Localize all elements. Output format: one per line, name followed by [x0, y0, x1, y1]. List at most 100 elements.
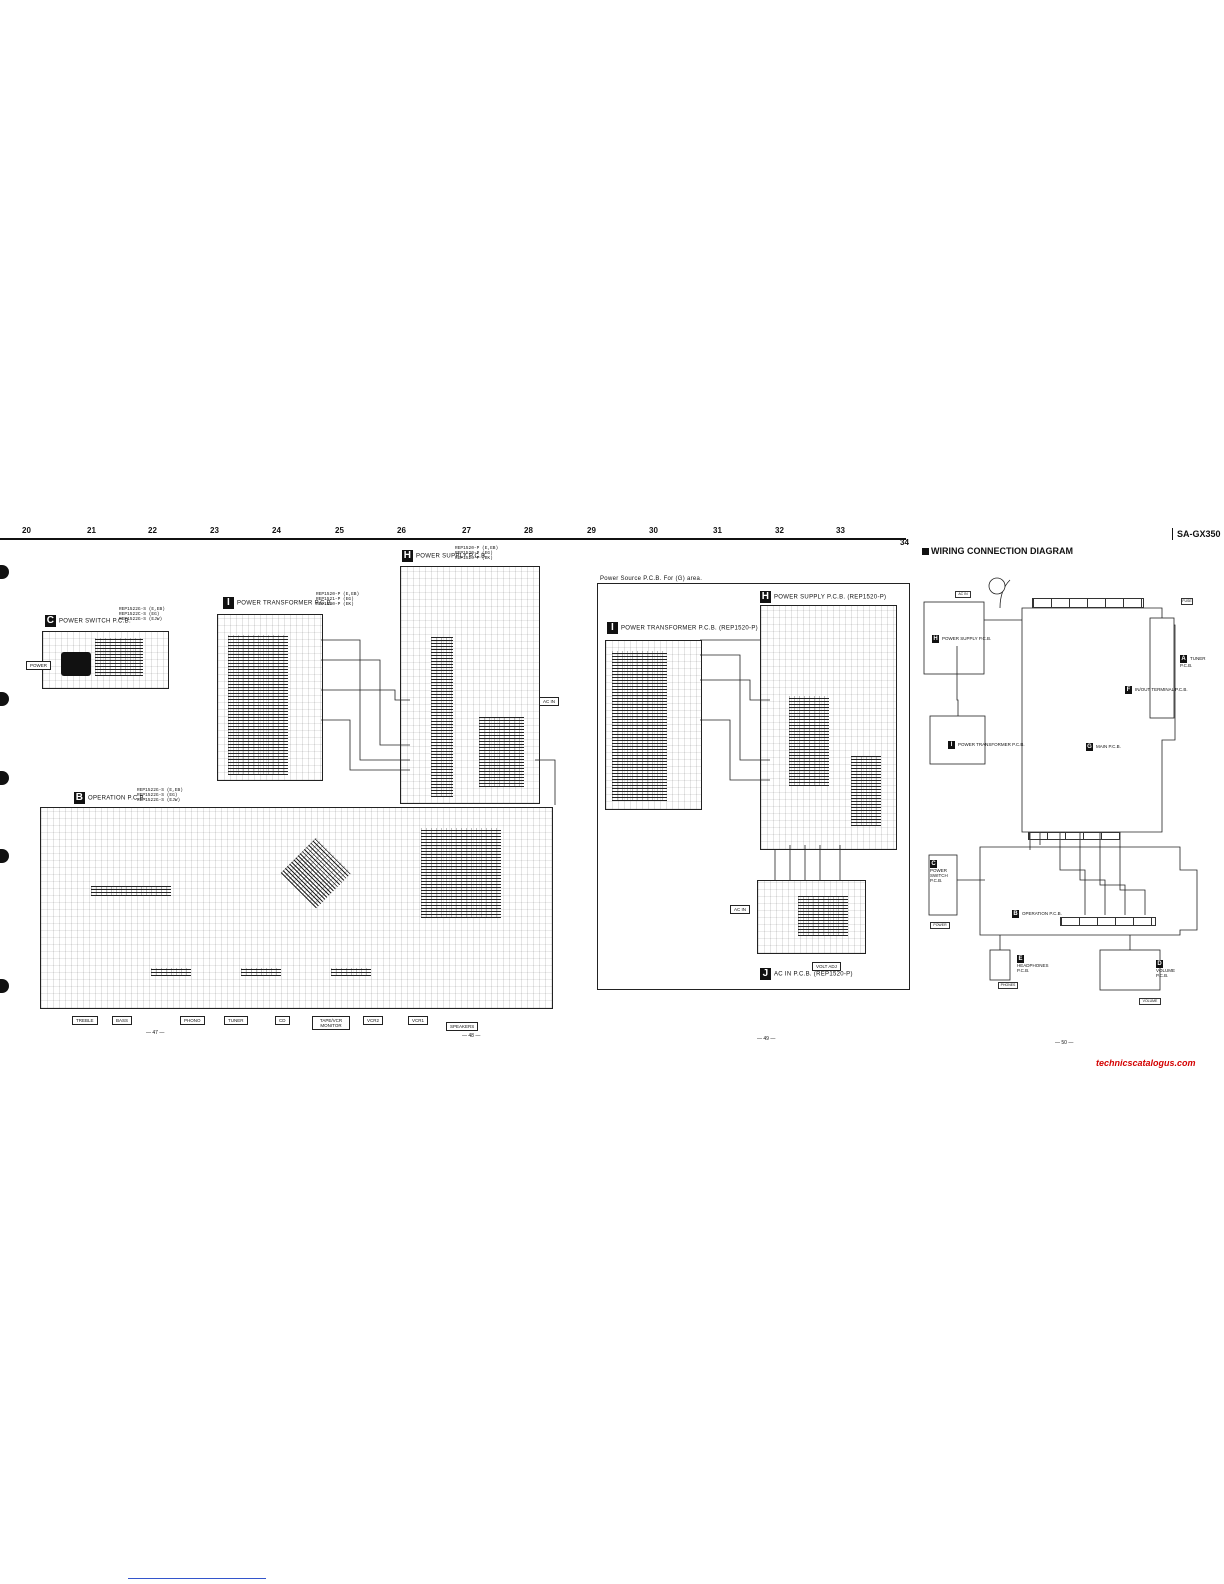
jack-treble: TREBLE	[72, 1016, 98, 1025]
title-marker	[922, 548, 929, 556]
switch-component	[61, 652, 91, 676]
binding-hole	[0, 849, 9, 863]
phones-connector: PHONES	[998, 982, 1018, 989]
wiring-label: IN/OUT TERMINAL P.C.B.	[1135, 687, 1188, 693]
pcb-traces	[789, 696, 829, 786]
ruler-number: 24	[272, 526, 281, 535]
board-letter-h: H	[402, 550, 413, 562]
ruler-number: 22	[148, 526, 157, 535]
part-numbers: REP1522G-S (E,EB) REP1522C-S (EG) REP152…	[119, 607, 165, 622]
ruler-number: 23	[210, 526, 219, 535]
part-numbers: REP1520-P (E,EB) REP1521-P (EG) REP1520-…	[316, 592, 360, 607]
power-label: POWER	[26, 661, 52, 670]
ruler-number: 34	[900, 538, 909, 547]
operation-connectors	[1060, 917, 1156, 926]
ruler-line	[0, 538, 906, 540]
ruler-number: 29	[587, 526, 596, 535]
wiring-headphones: EHEADPHONES P.C.B.	[1017, 955, 1049, 973]
board-title: POWER TRANSFORMER P.C.B. (REP1520-P)	[621, 625, 758, 632]
volt-adj-label: VOLT ADJ	[812, 962, 841, 971]
binding-hole	[0, 771, 9, 785]
pcb-traces	[851, 756, 881, 826]
ac-in-pcb	[757, 880, 866, 954]
wiring-title: WIRING CONNECTION DIAGRAM	[922, 546, 1073, 556]
wiring-label: HEADPHONES P.C.B.	[1017, 963, 1049, 973]
main-connectors-bottom	[1028, 832, 1120, 840]
ic-chip	[91, 886, 171, 896]
ruler-number: 27	[462, 526, 471, 535]
model-number: SA-GX350	[1177, 529, 1221, 539]
wiring-label: POWER TRANSFORMER P.C.B.	[958, 742, 1025, 748]
wiring-label: VOLUME P.C.B.	[1156, 968, 1176, 978]
jack-bass: BASS	[112, 1016, 133, 1025]
jack-cd: CD	[275, 1016, 290, 1025]
board-title: POWER SUPPLY P.C.B.	[416, 553, 488, 560]
board-letter-h: H	[932, 635, 939, 643]
board-letter-d: D	[1156, 960, 1163, 968]
ruler-number: 32	[775, 526, 784, 535]
ruler-number: 30	[649, 526, 658, 535]
power-transformer-pcb	[217, 614, 323, 781]
board-letter-i: I	[607, 622, 618, 634]
bottom-link-line	[128, 1578, 266, 1579]
board-title: OPERATION P.C.B.	[88, 795, 146, 802]
operation-pcb	[40, 807, 553, 1009]
main-connectors-top	[1032, 598, 1144, 608]
page-number: — 49 —	[757, 1036, 776, 1042]
wiring-label: TUNER P.C.B.	[1180, 656, 1206, 668]
power-switch-pcb	[42, 631, 169, 689]
divider	[1172, 528, 1173, 540]
wiring-volume: DVOLUME P.C.B.	[1156, 960, 1178, 978]
ic-chip	[331, 968, 371, 976]
board-letter-h: H	[760, 591, 771, 603]
ac-in-label: AC IN	[539, 697, 560, 706]
grid-ruler: 20 21 22 23 24 25 26 27 28 29 30 31 32 3…	[0, 526, 1224, 550]
power-transformer-right-pcb	[605, 640, 702, 810]
wiring-power-switch: CPOWER SWITCH P.C.B.	[930, 860, 955, 883]
pcb-traces	[479, 717, 524, 787]
ac-in-connector: AC IN	[955, 591, 971, 598]
jack-vcr1: VCR1	[408, 1016, 429, 1025]
jack-tuner: TUNER	[224, 1016, 248, 1025]
ruler-number: 25	[335, 526, 344, 535]
pcb-traces	[228, 635, 288, 775]
ruler-number: 20	[22, 526, 31, 535]
board-letter-g: G	[1086, 743, 1093, 751]
board-letter-e: E	[1017, 955, 1024, 963]
power-source-frame	[597, 583, 910, 990]
wiring-title-text: WIRING CONNECTION DIAGRAM	[931, 546, 1073, 556]
board-letter-i: I	[223, 597, 234, 609]
pcb-traces	[95, 638, 143, 676]
board-letter-j: J	[760, 968, 771, 980]
wiring-label: MAIN P.C.B.	[1096, 744, 1121, 750]
jack-vcr2: VCR2	[363, 1016, 384, 1025]
power-supply-right-pcb	[760, 605, 897, 850]
ruler-number: 33	[836, 526, 845, 535]
wiring-label: POWER SUPPLY P.C.B.	[942, 636, 992, 642]
board-letter-i: I	[948, 741, 955, 749]
ruler-number: 31	[713, 526, 722, 535]
pcb-traces	[798, 896, 848, 936]
part-numbers: REP1522G-S (E,EB) REP1522G-S (EG) REP152…	[137, 788, 183, 803]
volume-connector: VOLUME	[1139, 998, 1161, 1005]
board-title: POWER SWITCH P.C.B.	[59, 618, 131, 625]
board-letter-f: F	[1125, 686, 1132, 694]
pcb-traces	[421, 828, 501, 918]
pcb-traces	[612, 651, 667, 801]
board-letter-b: B	[1012, 910, 1019, 918]
power-connector: POWER	[930, 922, 950, 929]
wiring-label: OPERATION P.C.B.	[1022, 911, 1062, 917]
binding-hole	[0, 979, 9, 993]
board-title: POWER SUPPLY P.C.B. (REP1520-P)	[774, 594, 887, 601]
